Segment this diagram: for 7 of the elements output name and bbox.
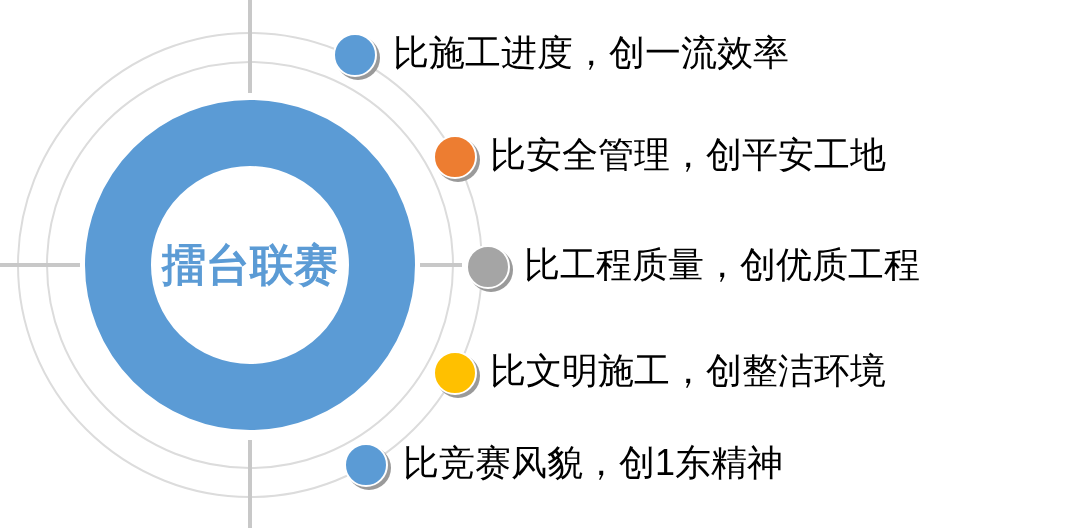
item-text: 比文明施工，创整洁环境 (490, 353, 886, 389)
donut-ring (85, 100, 415, 430)
item-text: 比竞赛风貌，创1东精神 (403, 445, 784, 481)
item-text: 比工程质量，创优质工程 (524, 247, 920, 283)
item-text: 比施工进度，创一流效率 (393, 35, 789, 71)
center-title: 擂台联赛 (162, 239, 338, 291)
item-text: 比安全管理，创平安工地 (490, 137, 886, 173)
